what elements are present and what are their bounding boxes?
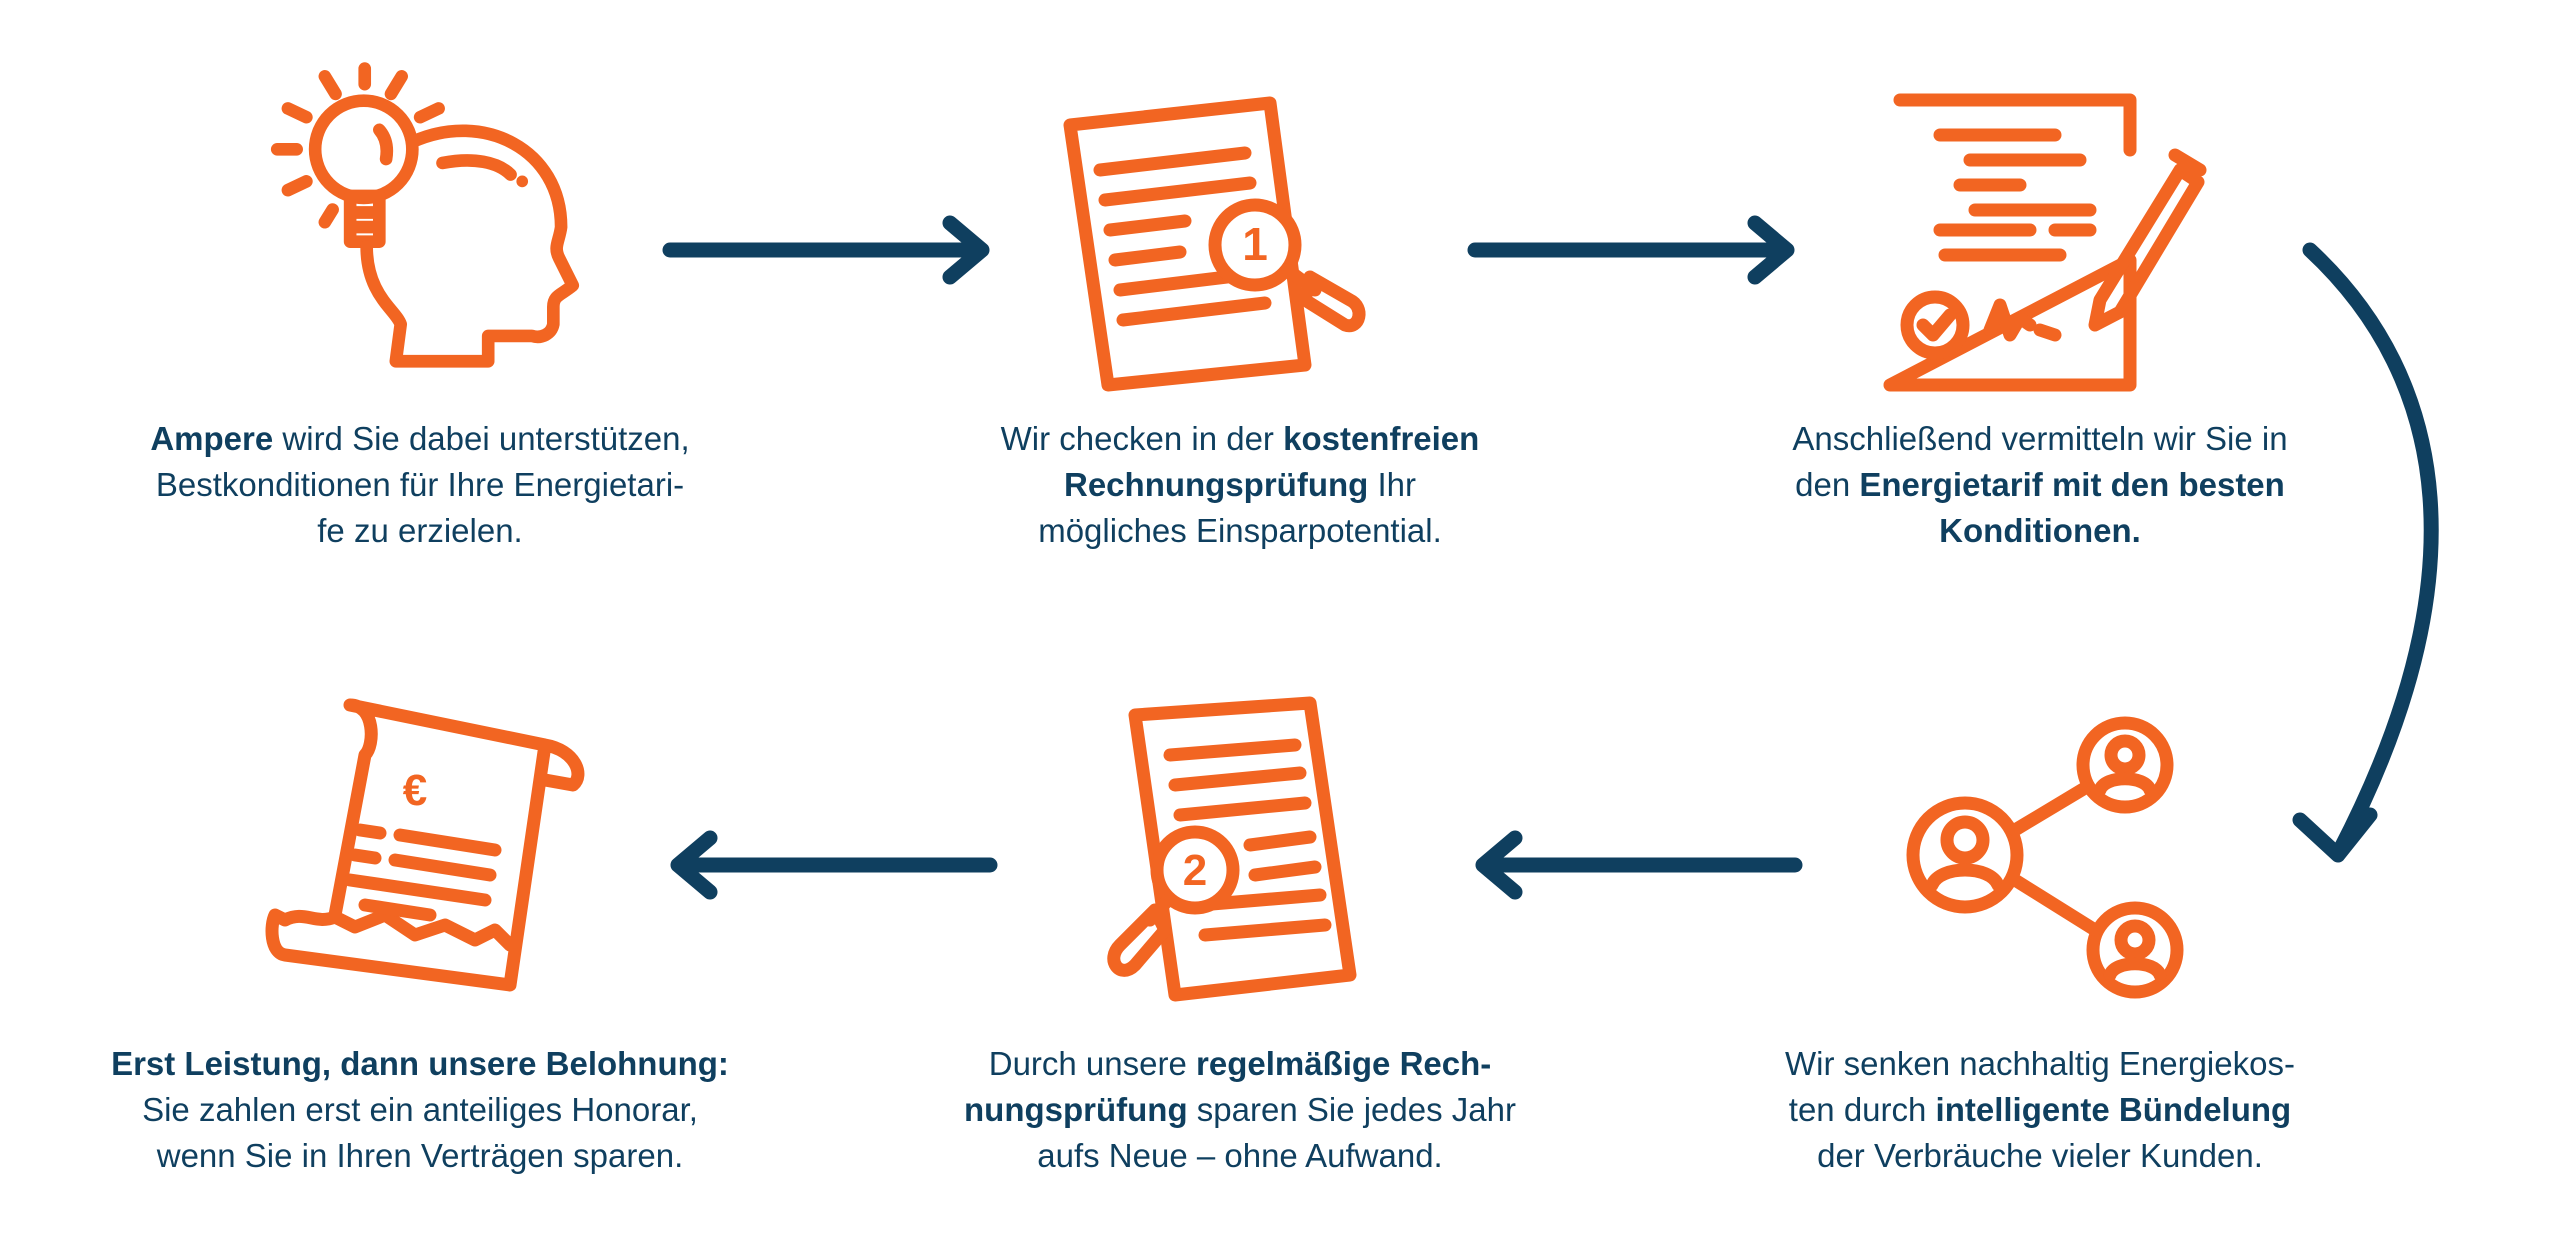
text: Anschließend vermitteln wir Sie in xyxy=(1792,420,2288,457)
bold-text: Erst Leistung, dann unsere Belohnung: xyxy=(111,1045,729,1082)
arrow-right-icon xyxy=(1467,215,1795,285)
step-1-text: Ampere wird Sie dabei unterstützen, Bestk… xyxy=(40,416,800,554)
text: wenn Sie in Ihren Verträgen sparen. xyxy=(156,1137,684,1174)
arrow-right-icon xyxy=(662,215,990,285)
step-5-text: Durch unsere regelmäßige Rech-nungsprüfu… xyxy=(860,1041,1620,1179)
step-6-text: Erst Leistung, dann unsere Belohnung: Sie… xyxy=(40,1041,800,1179)
step-3-text: Anschließend vermitteln wir Sie in den En… xyxy=(1660,416,2420,554)
arrow-left-icon xyxy=(670,830,998,900)
bold-text: intelligente Bündelung xyxy=(1935,1091,2292,1128)
text: Durch unsere xyxy=(988,1045,1196,1082)
text: mögliches Einsparpotential. xyxy=(1038,512,1442,549)
step-4-text: Wir senken nachhaltig Energiekos-ten dur… xyxy=(1660,1041,2420,1179)
badge-2: 2 xyxy=(1183,846,1207,895)
text: Bestkonditionen für Ihre Energietari- xyxy=(155,466,685,503)
text: ten durch xyxy=(1788,1091,1936,1128)
text: Ihr xyxy=(1368,466,1416,503)
bold-text: regelmäßige Rech- xyxy=(1196,1045,1492,1082)
network-users-icon xyxy=(1906,716,2184,999)
curved-arrow-down-icon xyxy=(2292,242,2439,863)
contract-signature-icon xyxy=(1883,93,2207,392)
document-magnifier-2-icon: 2 xyxy=(1107,696,1357,1002)
arrow-left-icon xyxy=(1475,830,1803,900)
text: Sie zahlen erst ein anteiliges Honorar, xyxy=(142,1091,698,1128)
euro-badge: € xyxy=(403,766,427,815)
bold-text: Rechnungsprüfung xyxy=(1064,466,1369,503)
euro-receipt-icon: € xyxy=(265,698,585,992)
text: den xyxy=(1795,466,1860,503)
badge-1: 1 xyxy=(1242,218,1268,270)
bold-text: kostenfreien xyxy=(1283,420,1480,457)
text: Wir senken nachhaltig Energiekos- xyxy=(1785,1045,2295,1082)
text: fe zu erzielen. xyxy=(317,512,523,549)
bold-text: Ampere xyxy=(150,420,274,457)
text: sparen Sie jedes Jahr xyxy=(1187,1091,1516,1128)
bold-text: Konditionen. xyxy=(1939,512,2141,549)
document-magnifier-1-icon: 1 xyxy=(1063,96,1366,392)
text: Wir checken in der xyxy=(1000,420,1284,457)
lightbulb-head-icon xyxy=(270,62,580,368)
bold-text: nungsprüfung xyxy=(964,1091,1188,1128)
bold-text: Energietarif mit den besten xyxy=(1859,466,2285,503)
text: der Verbräuche vieler Kunden. xyxy=(1817,1137,2263,1174)
text: wird Sie dabei unterstützen, xyxy=(273,420,690,457)
text: aufs Neue – ohne Aufwand. xyxy=(1037,1137,1443,1174)
